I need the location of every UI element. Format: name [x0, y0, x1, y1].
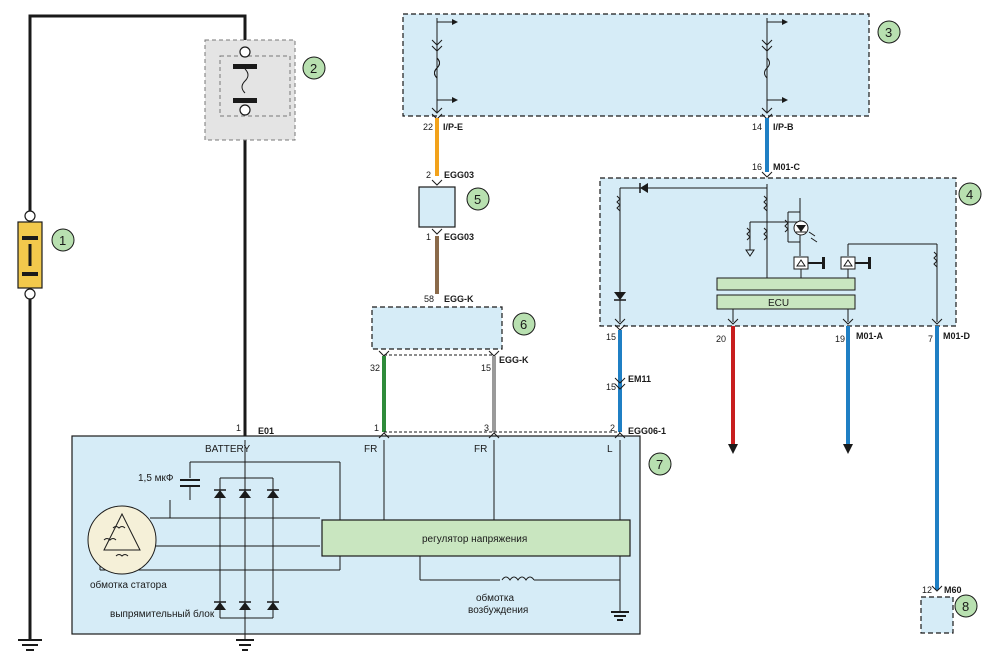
- egg03-bot-pin: 1: [426, 232, 431, 242]
- fr-label-2: FR: [474, 444, 487, 455]
- svg-text:4: 4: [966, 187, 973, 202]
- egg-k-bot-label: EGG-K: [499, 355, 529, 365]
- block-3-internal: [431, 18, 788, 120]
- callout-8: 8: [954, 594, 978, 618]
- m01a-pin: 19: [835, 334, 845, 344]
- battery-label: BATTERY: [205, 444, 251, 455]
- svg-text:8: 8: [962, 599, 969, 614]
- egg-k-bot-pin-right: 15: [481, 363, 491, 373]
- egg03-top-pin: 2: [426, 170, 431, 180]
- callout-5: 5: [466, 187, 490, 211]
- l-label: L: [607, 444, 613, 455]
- m01-c-label: M01-C: [773, 162, 801, 172]
- ip-b-label: I/P-B: [773, 122, 794, 132]
- component-5: [418, 186, 456, 228]
- m01-c-pin: 16: [752, 162, 762, 172]
- ip-e-pin: 22: [423, 122, 433, 132]
- em11-top-pin: 15: [606, 332, 616, 342]
- block-3: [402, 13, 870, 117]
- rectifier-label: выпрямительный блок: [110, 608, 215, 620]
- fusible-link-block: [204, 39, 296, 141]
- m01a-pin-20: 20: [716, 334, 726, 344]
- callout-2: 2: [302, 56, 326, 80]
- component-8: [920, 596, 954, 634]
- m01d-label: M01-D: [943, 331, 971, 341]
- egg06-pin2: 2: [610, 423, 615, 433]
- ground-icon: [18, 639, 42, 651]
- battery-main-wire: [28, 14, 247, 220]
- svg-text:6: 6: [520, 317, 527, 332]
- block-6: [371, 306, 503, 350]
- m01a-label: M01-A: [856, 331, 884, 341]
- egg03-bot-label: EGG03: [444, 232, 474, 242]
- m60-pin: 12: [922, 585, 932, 595]
- egg03-top-label: EGG03: [444, 170, 474, 180]
- alternator-internal: [87, 440, 629, 651]
- m60-label: M60: [944, 585, 962, 595]
- callout-7: 7: [648, 452, 672, 476]
- egg-k-top-label: EGG-K: [444, 294, 474, 304]
- svg-text:7: 7: [656, 457, 663, 472]
- main-fuse: [17, 210, 43, 300]
- callout-3: 3: [877, 20, 901, 44]
- e01-pin: 1: [236, 423, 241, 433]
- callout-1: 1: [51, 228, 75, 252]
- egg-k-bot-pin-left: 32: [370, 363, 380, 373]
- block-4-internal: [614, 183, 938, 322]
- svg-text:5: 5: [474, 192, 481, 207]
- ecu-label: ECU: [768, 298, 789, 309]
- fr-label-1: FR: [364, 444, 377, 455]
- excitation-label-1: обмотка: [476, 592, 514, 604]
- excitation-label-2: возбуждения: [468, 604, 528, 616]
- callout-6: 6: [512, 312, 536, 336]
- regulator-label: регулятор напряжения: [422, 534, 527, 545]
- egg-k-top-pin: 58: [424, 294, 434, 304]
- egg06-pin1: 1: [374, 423, 379, 433]
- callout-4: 4: [958, 182, 982, 206]
- m01d-pin: 7: [928, 334, 933, 344]
- svg-text:2: 2: [310, 61, 317, 76]
- em11-bot-pin: 15: [606, 382, 616, 392]
- svg-text:3: 3: [885, 25, 892, 40]
- em11-label: EM11: [628, 374, 651, 384]
- egg06-pin3: 3: [484, 423, 489, 433]
- capacitor-label: 1,5 мкФ: [138, 473, 174, 484]
- ip-e-label: I/P-E: [443, 122, 463, 132]
- ip-b-pin: 14: [752, 122, 762, 132]
- stator-label: обмотка статора: [90, 579, 167, 591]
- voltage-regulator: [321, 519, 631, 557]
- e01-label: E01: [258, 426, 274, 436]
- svg-text:1: 1: [59, 233, 66, 248]
- egg06-label: EGG06-1: [628, 426, 666, 436]
